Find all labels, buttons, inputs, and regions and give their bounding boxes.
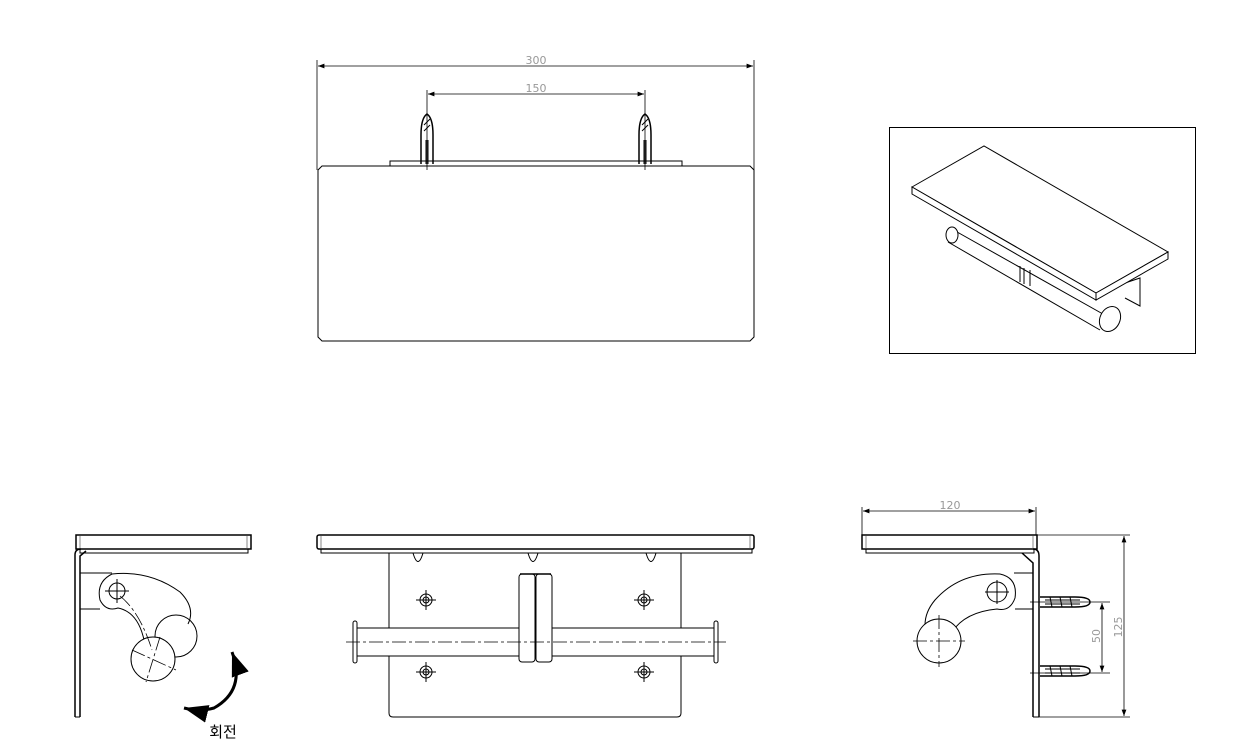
roll-end-cap bbox=[1098, 305, 1122, 333]
dimension-anchor-spacing-vertical: 50 bbox=[1090, 603, 1105, 672]
wall-plate bbox=[1021, 548, 1040, 717]
dimension-anchor-spacing: 150 bbox=[426, 82, 646, 170]
iso-frame bbox=[889, 127, 1196, 354]
wall-anchor-right bbox=[638, 113, 652, 164]
shelf-plate-top bbox=[317, 165, 755, 342]
roll-end-left bbox=[945, 226, 959, 244]
front-view bbox=[316, 534, 755, 718]
dim-150-label: 150 bbox=[526, 82, 547, 95]
center-bracket bbox=[1019, 266, 1031, 286]
center-bracket-left bbox=[518, 573, 536, 663]
screw-hole bbox=[634, 662, 654, 682]
center-bracket-right bbox=[535, 573, 553, 663]
rotating-arm bbox=[924, 573, 1016, 633]
screw-hole bbox=[634, 590, 654, 610]
shelf-side bbox=[75, 534, 252, 550]
screw-hole bbox=[416, 662, 436, 682]
screw-holes bbox=[416, 590, 654, 682]
screw-hole bbox=[416, 590, 436, 610]
shelf-front bbox=[316, 534, 755, 550]
right-side-view: 120 50 125 bbox=[861, 499, 1130, 718]
iso-shelf-top bbox=[910, 145, 1170, 294]
wall-bracket bbox=[1124, 277, 1141, 307]
back-plate bbox=[388, 553, 682, 718]
dimension-depth: 120 bbox=[861, 499, 1037, 535]
dimension-height: 125 bbox=[1037, 534, 1130, 718]
wall-anchor-lower bbox=[1030, 665, 1110, 677]
dim-50-label: 50 bbox=[1090, 629, 1103, 643]
isometric-view bbox=[889, 127, 1196, 354]
dimension-total-width: 300 bbox=[316, 54, 755, 170]
dim-125-label: 125 bbox=[1112, 617, 1125, 638]
rotation-arrow-icon bbox=[183, 651, 249, 723]
dim-120-label: 120 bbox=[940, 499, 961, 512]
rotating-arm bbox=[98, 572, 192, 641]
wall-plate bbox=[74, 548, 87, 717]
wall-anchor-upper bbox=[1030, 596, 1110, 608]
left-side-view: 회전 bbox=[74, 534, 252, 741]
mounting-plate-strip bbox=[389, 160, 683, 167]
shelf-side bbox=[861, 534, 1038, 550]
rotation-label: 회전 bbox=[209, 723, 237, 741]
anchor-tips bbox=[412, 552, 657, 562]
wall-anchor-left bbox=[420, 113, 434, 164]
dim-300-label: 300 bbox=[526, 54, 547, 67]
top-view: 300 150 bbox=[316, 54, 755, 342]
roller-position-2 bbox=[154, 614, 198, 658]
